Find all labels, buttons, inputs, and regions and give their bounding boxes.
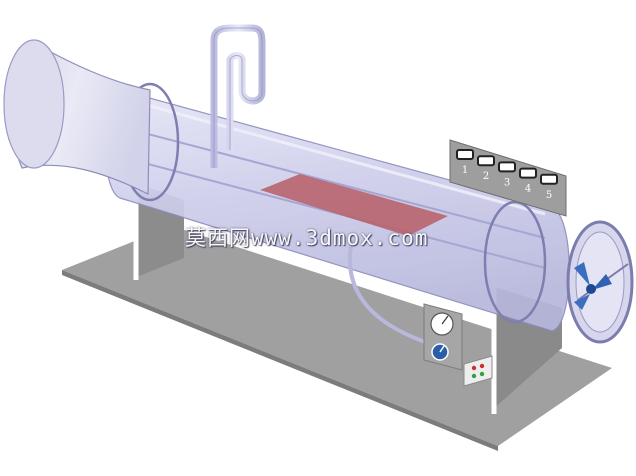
instrument-panel [423, 303, 463, 371]
watermark: 莫西网www.3dmox.com [185, 222, 428, 252]
base-platform-edge [62, 270, 498, 451]
readout-slot-4 [519, 167, 537, 179]
readout-slot-2 [477, 155, 495, 167]
readout-label-2: 2 [483, 171, 489, 182]
test-section-plate [260, 174, 448, 236]
watermark-cn: 莫西网 [185, 226, 251, 250]
readout-slot-5 [540, 173, 558, 185]
readout-slot-3 [498, 161, 516, 173]
watermark-url: www.3dmox.com [251, 226, 429, 250]
readout-label-4: 4 [525, 184, 531, 195]
readout-label-3: 3 [504, 177, 510, 188]
tube-highlight [127, 98, 546, 216]
tube-inner-rail-top [124, 127, 546, 239]
pressure-hose [347, 239, 431, 346]
pitot-pipe-outline [213, 27, 263, 168]
fan-icon [574, 262, 612, 310]
base-platform [62, 226, 612, 446]
switch-box [463, 355, 493, 387]
readout-slot-1 [456, 149, 474, 160]
inlet-opening [3, 39, 65, 169]
tube-flange-ring-right [483, 200, 547, 324]
readout-display-board: 1 2 3 4 5 [449, 139, 567, 217]
readout-label-1: 1 [462, 165, 468, 176]
readout-label-5: 5 [546, 190, 552, 201]
